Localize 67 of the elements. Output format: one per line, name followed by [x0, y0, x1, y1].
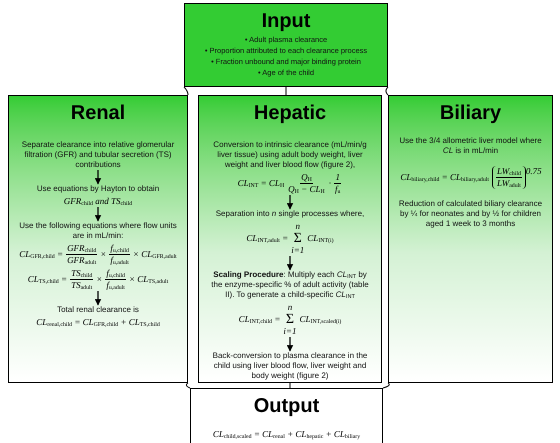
panel-title: Biliary — [440, 101, 502, 126]
equation-term: GFR$_{child}$ and TS$_{child}$ — [64, 196, 132, 207]
equation-term: CL$_{renal,child}$ = CL$_{GFR,child}$ + CL$_{TS,child}$ — [36, 317, 160, 328]
equation-term: × — [96, 274, 102, 285]
equation-term: × CL$_{GFR,adult}$ — [132, 249, 177, 260]
sum-sign: Σ — [286, 313, 294, 326]
fraction-numerator: LW$_{child}$ — [496, 166, 522, 178]
sum-limit: i=1 — [283, 326, 296, 337]
fraction-denominator: LW$_{adult}$ — [496, 178, 522, 189]
equation-term: CL$_{INT}$ = CL$_{H}$ — [238, 178, 284, 189]
fraction-numerator: TS$_{child}$ — [70, 268, 94, 280]
panel-title: Renal — [70, 101, 126, 126]
equation-term: CL$_{INT(i)}$ — [307, 233, 334, 244]
arrow — [286, 256, 294, 271]
equation-term: × — [100, 249, 106, 260]
step-text: Use the following equations where flow units are in mL/min: — [18, 221, 178, 241]
equation-term: CL$_{biliary,child}$ = CL$_{biliary,adult}$ — [400, 172, 490, 183]
panel — [8, 95, 188, 383]
fraction-denominator: Q$_{H}$ − CL$_{H}$ — [287, 184, 326, 195]
equation-term: CL$_{GFR,child}$ = — [19, 249, 64, 260]
sum-limit: i=1 — [291, 245, 304, 256]
fraction-denominator: TS$_{adult}$ — [70, 280, 94, 291]
step-text: Use equations by Hayton to obtain — [36, 184, 160, 194]
fraction-denominator: f$_{u}$ — [334, 184, 342, 195]
connector-line — [386, 86, 388, 96]
step-text: Separation into n single processes where, — [216, 209, 364, 219]
fraction-numerator: 1 — [334, 172, 341, 184]
equation-term: CL$_{INT,scaled(i)}$ — [299, 314, 342, 325]
connector-line — [382, 382, 390, 388]
panel — [198, 95, 382, 383]
step-text: Back-conversion to plasma clearance in the child using liver blood flow, liver weight and body weight (figure 2) — [212, 351, 368, 381]
equation-term: · — [328, 178, 331, 189]
arrow — [94, 170, 102, 185]
sum-limit: n — [288, 302, 292, 313]
panel-title: Hepatic — [254, 101, 326, 126]
arrow — [94, 207, 102, 222]
panel — [388, 95, 553, 383]
fraction-numerator: Q$_{H}$ — [300, 172, 313, 184]
panel — [184, 3, 388, 87]
step-text: Reduction of calculated biliary clearance by ¼ for neonates and by ½ for children aged 1 week to 3 months — [398, 199, 544, 229]
sum-limit: n — [296, 221, 300, 232]
step-text: Total renal clearance is — [57, 305, 139, 315]
step-text: Conversion to intrinsic clearance (mL/min/g liver tissue) using adult body weight, liver weight and liver blood flow (figure 2), — [212, 140, 368, 170]
arrow — [286, 337, 294, 352]
arrow — [286, 195, 294, 210]
exponent: 0.75 — [526, 166, 542, 177]
fraction-denominator: GFR$_{adult}$ — [66, 255, 98, 266]
fraction-numerator: f$_{u,child}$ — [109, 243, 130, 255]
fraction-numerator: f$_{u,child}$ — [105, 268, 126, 280]
panel — [190, 388, 383, 443]
fraction-denominator: f$_{u,adult}$ — [105, 280, 126, 291]
step-text: Use the 3/4 allometric liver model where CL is in mL/min — [398, 136, 543, 156]
step-text: Separate clearance into relative glomerular filtration (GFR) and tubular secretion (TS) contributions — [20, 140, 176, 170]
equation-term: CL$_{TS,child}$ = — [28, 274, 68, 285]
fraction-numerator: GFR$_{child}$ — [66, 243, 98, 255]
connector-line — [184, 86, 188, 96]
arrow — [94, 291, 102, 306]
step-text: Scaling Procedure: Multiply each CL$_{INT}$ by the enzyme-specific % of adult activity (table II). To generate a child-specific CL$_{INT}$ — [210, 270, 370, 300]
fraction-denominator: f$_{u,adult}$ — [109, 255, 130, 266]
equation-term: × CL$_{TS,adult}$ — [128, 274, 168, 285]
sum-sign: Σ — [294, 232, 302, 245]
equation-term: CL$_{INT,adult}$ = — [246, 233, 288, 244]
panel-title: Output — [254, 394, 320, 419]
connector-line — [186, 382, 190, 388]
panel-title: Input — [262, 9, 310, 34]
equation-term: CL$_{child,scaled}$ = CL$_{renal}$ + CL$_{hepatic}$ + CL$_{biliary}$ — [212, 429, 360, 440]
equation-term: CL$_{INT,child}$ = — [238, 314, 280, 325]
